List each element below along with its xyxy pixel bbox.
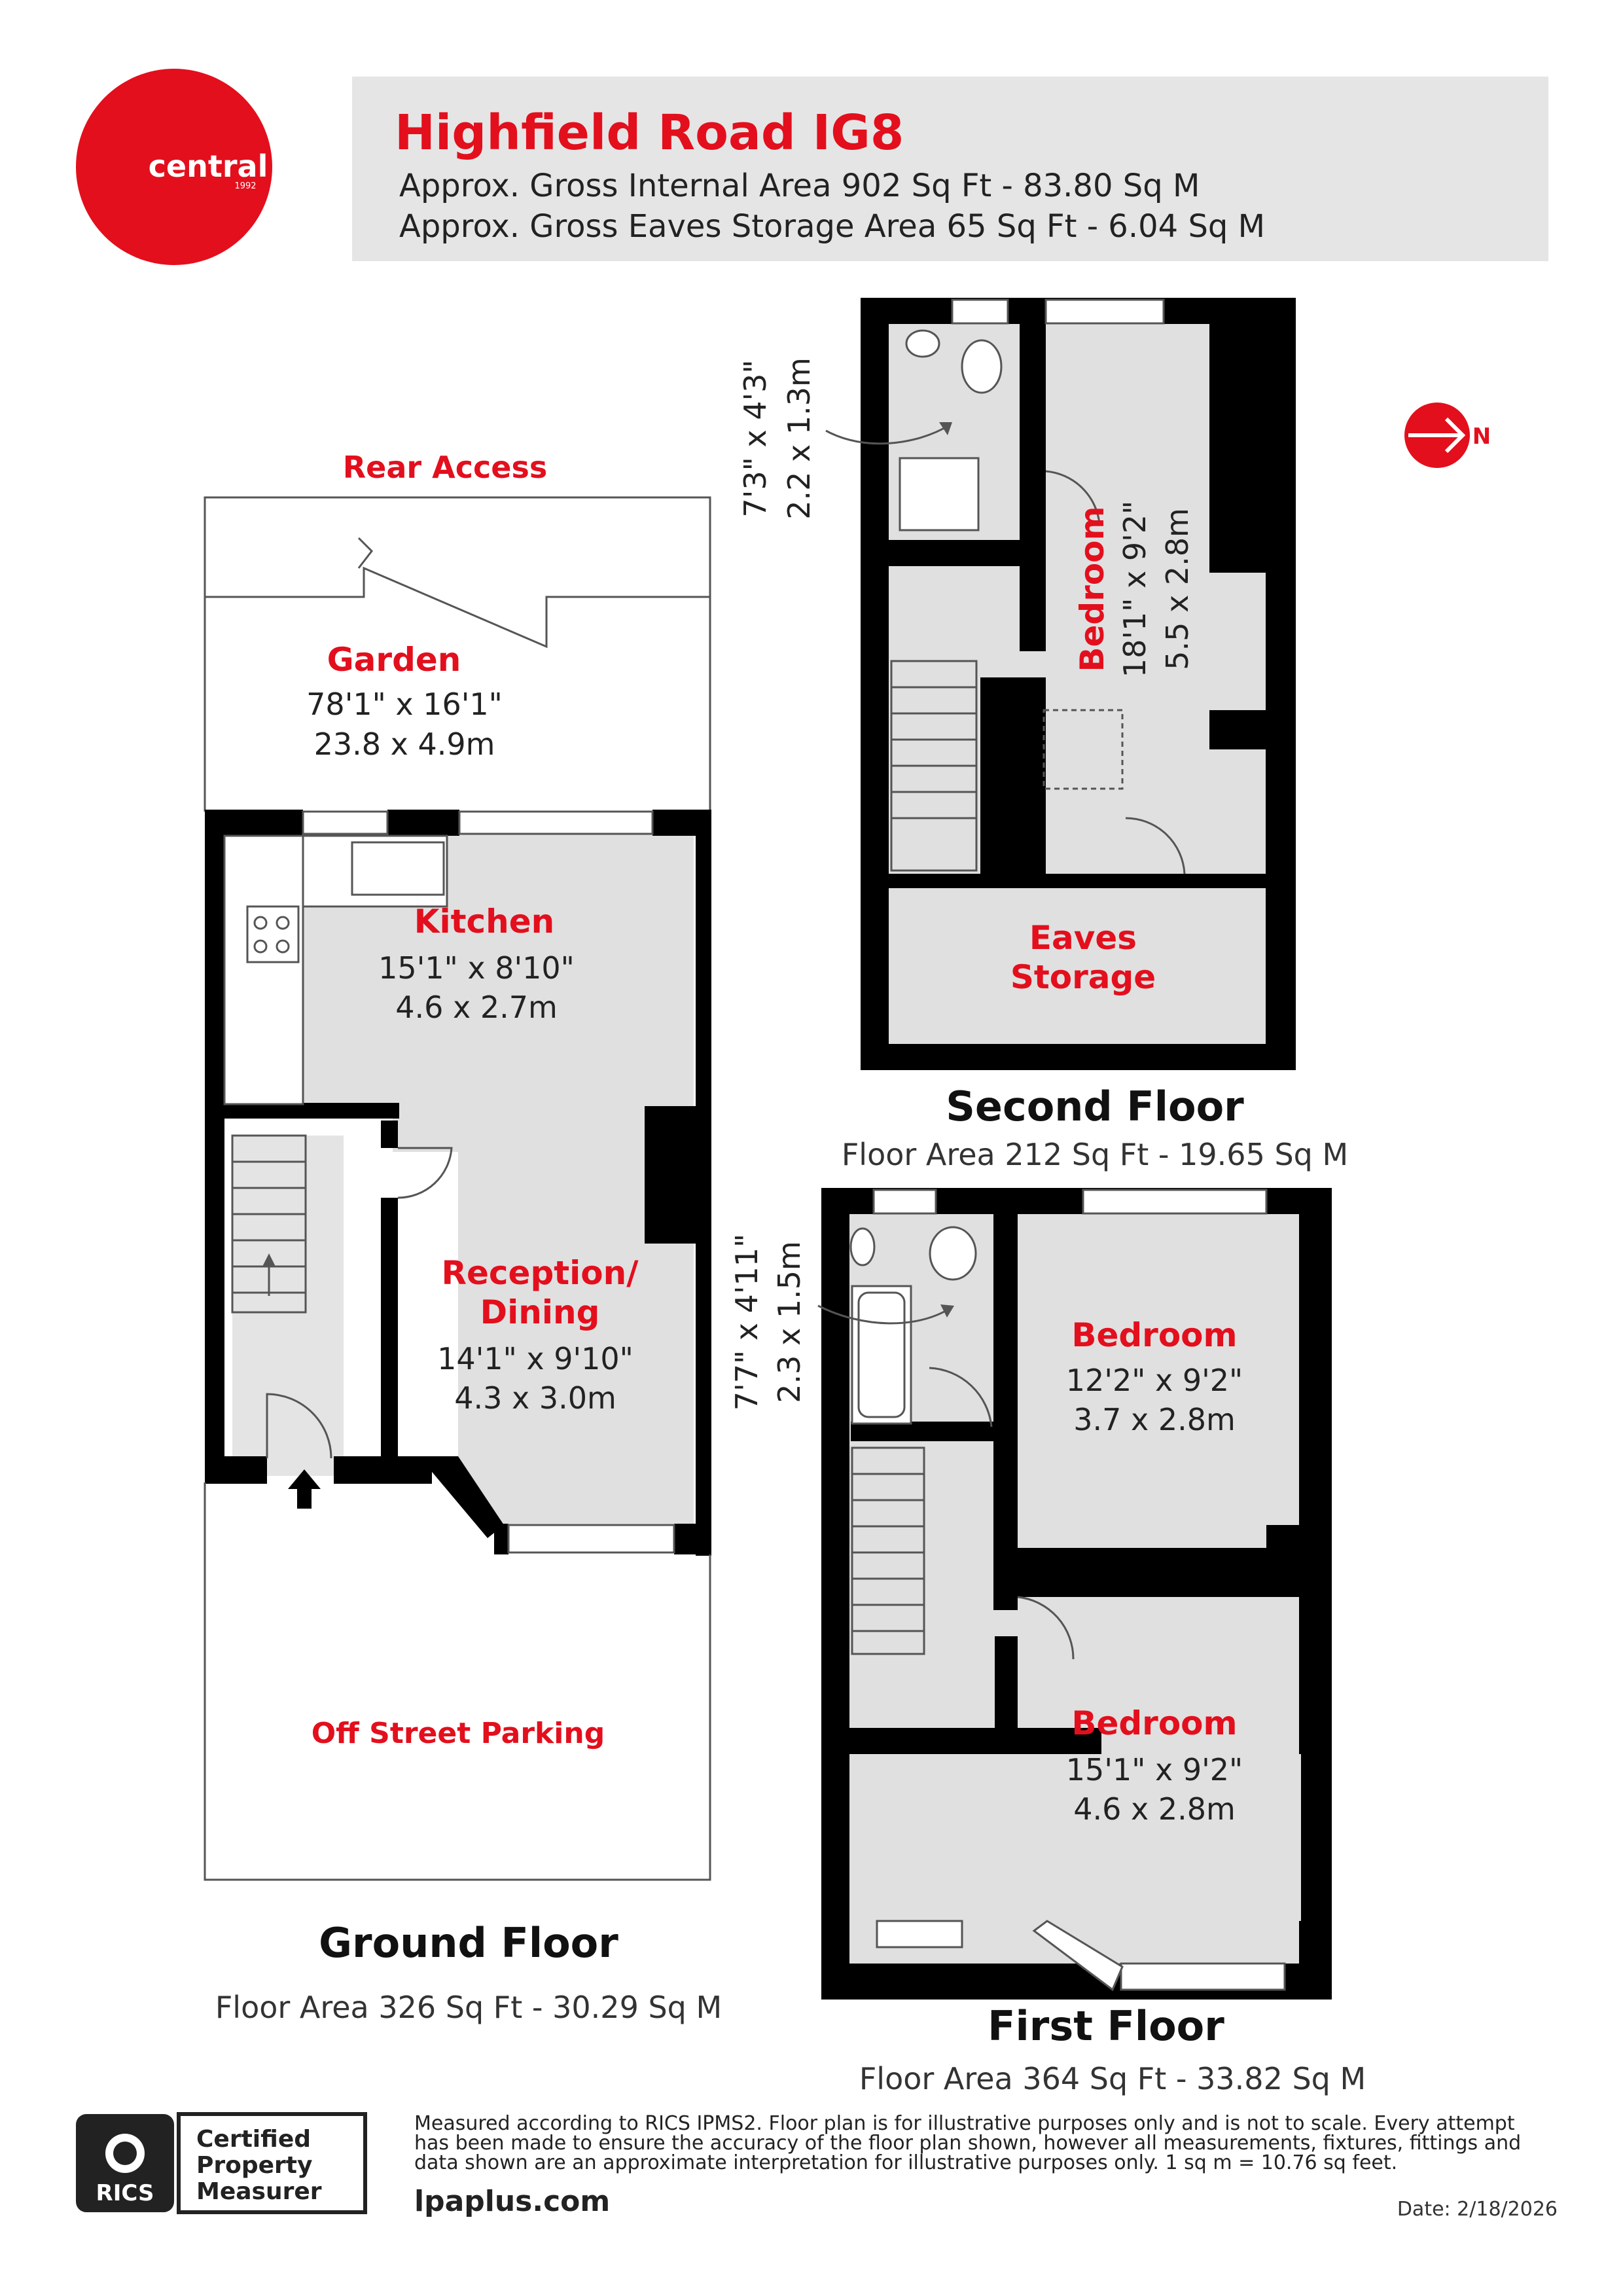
ground-east-wall [696,810,711,1556]
gross-internal-area: Approx. Gross Internal Area 902 Sq Ft - … [399,168,1200,204]
french-door [1044,298,1165,325]
garden-imperial: 78'1" x 16'1" [306,687,503,722]
plan-date: Date: 2/18/2026 [1397,2198,1558,2221]
second-floor-plan: 7'3" x 4'3" 2.2 x 1.3m Bedroom 18'1" x 9… [738,298,1348,1172]
second-bedroom-imperial: 18'1" x 9'2" [1117,501,1152,677]
disclaimer-line-3: data shown are an approximate interpreta… [414,2151,1397,2174]
window [302,810,389,835]
website-link[interactable]: lpaplus.com [414,2185,610,2218]
cert-line-3: Measurer [196,2178,322,2205]
reception-metric: 4.3 x 3.0m [454,1380,616,1416]
shower-tray-icon [899,457,980,531]
patio-door [458,810,654,835]
logo-year: 1992 [234,181,256,191]
header-panel [352,77,1548,261]
shower-imperial: 7'3" x 4'3" [738,359,773,517]
toilet-icon [961,339,1003,394]
kitchen-name: Kitchen [414,903,555,941]
stairs [851,1446,925,1655]
window [507,1524,675,1554]
second-floor-title: Second Floor [946,1083,1244,1130]
window [872,1189,937,1215]
front-door [266,1393,332,1459]
rics-label: RICS [96,2180,154,2206]
ground-floor-title: Ground Floor [319,1919,618,1967]
rics-badge: RICS Certified Property Measurer [76,2112,367,2214]
compass-label: N [1472,423,1491,450]
eaves-storage-area [889,887,1266,1044]
rear-gate [205,566,710,649]
compass-north-icon: N [1404,403,1491,468]
window [1082,1189,1268,1215]
second-floor-area: Floor Area 212 Sq Ft - 19.65 Sq M [842,1137,1348,1172]
first-floor-area: Floor Area 364 Sq Ft - 33.82 Sq M [859,2061,1366,2096]
entrance-arrow-icon [288,1469,321,1509]
reception-name: Reception/ [441,1254,639,1292]
bedroom-top-name: Bedroom [1071,1316,1237,1354]
rear-access-outline [204,496,711,597]
first-floor-title: First Floor [988,2002,1224,2050]
ground-floor-plan: Rear Access Garden 78'1" x 16'1" 23.8 x … [204,450,722,2025]
sink-icon [351,841,445,896]
kitchen-imperial: 15'1" x 8'10" [378,950,575,986]
page-title: Highfield Road IG8 [395,105,904,161]
window [951,298,1009,325]
storage-name: Storage [1010,958,1156,996]
disclaimer-line-2: has been made to ensure the accuracy of … [414,2132,1521,2155]
basin-icon [905,329,940,358]
bedroom-top-metric: 3.7 x 2.8m [1073,1402,1236,1437]
garden-name: Garden [327,641,461,679]
bath-icon [851,1285,912,1425]
rear-access-label: Rear Access [343,450,547,485]
bedroom-bottom-metric: 4.6 x 2.8m [1073,1791,1236,1827]
bathroom-metric: 2.3 x 1.5m [772,1241,807,1403]
eaves-name: Eaves [1029,919,1137,957]
toilet-icon [929,1226,977,1281]
hob-icon [246,905,300,963]
gross-eaves-area: Approx. Gross Eaves Storage Area 65 Sq F… [399,208,1265,245]
ground-floor-area: Floor Area 326 Sq Ft - 30.29 Sq M [215,1990,722,2025]
window [1120,1962,1286,1991]
garden-metric: 23.8 x 4.9m [314,726,495,762]
second-bedroom-name: Bedroom [1073,506,1111,672]
disclaimer-line-1: Measured according to RICS IPMS2. Floor … [414,2112,1515,2135]
bedroom-bottom-imperial: 15'1" x 9'2" [1066,1752,1243,1787]
dining-name: Dining [480,1293,600,1331]
second-bedroom-metric: 5.5 x 2.8m [1160,508,1195,670]
shower-metric: 2.2 x 1.3m [781,357,817,520]
bedroom-bottom-name: Bedroom [1071,1704,1237,1742]
skylight [1043,709,1124,790]
brand-logo: central 1992 [76,69,272,265]
window [876,1920,963,1948]
kitchen-counter [223,834,304,1105]
first-floor-plan: 7'7" x 4'11" 2.3 x 1.5m Bedroom 12'2" x … [729,1188,1366,2096]
stairs [890,660,978,872]
stairs [231,1134,307,1314]
kitchen-metric: 4.6 x 2.7m [395,990,558,1025]
parking-outline [204,1482,711,1881]
logo-text: central [149,149,268,184]
cert-line-2: Property [196,2152,313,2179]
parking-label: Off Street Parking [312,1717,605,1750]
basin-icon [849,1227,876,1266]
bedroom-top-imperial: 12'2" x 9'2" [1066,1363,1243,1398]
bathroom-imperial: 7'7" x 4'11" [729,1234,764,1410]
reception-imperial: 14'1" x 9'10" [437,1341,633,1376]
cert-line-1: Certified [196,2126,311,2153]
ground-west-wall [205,810,224,1484]
